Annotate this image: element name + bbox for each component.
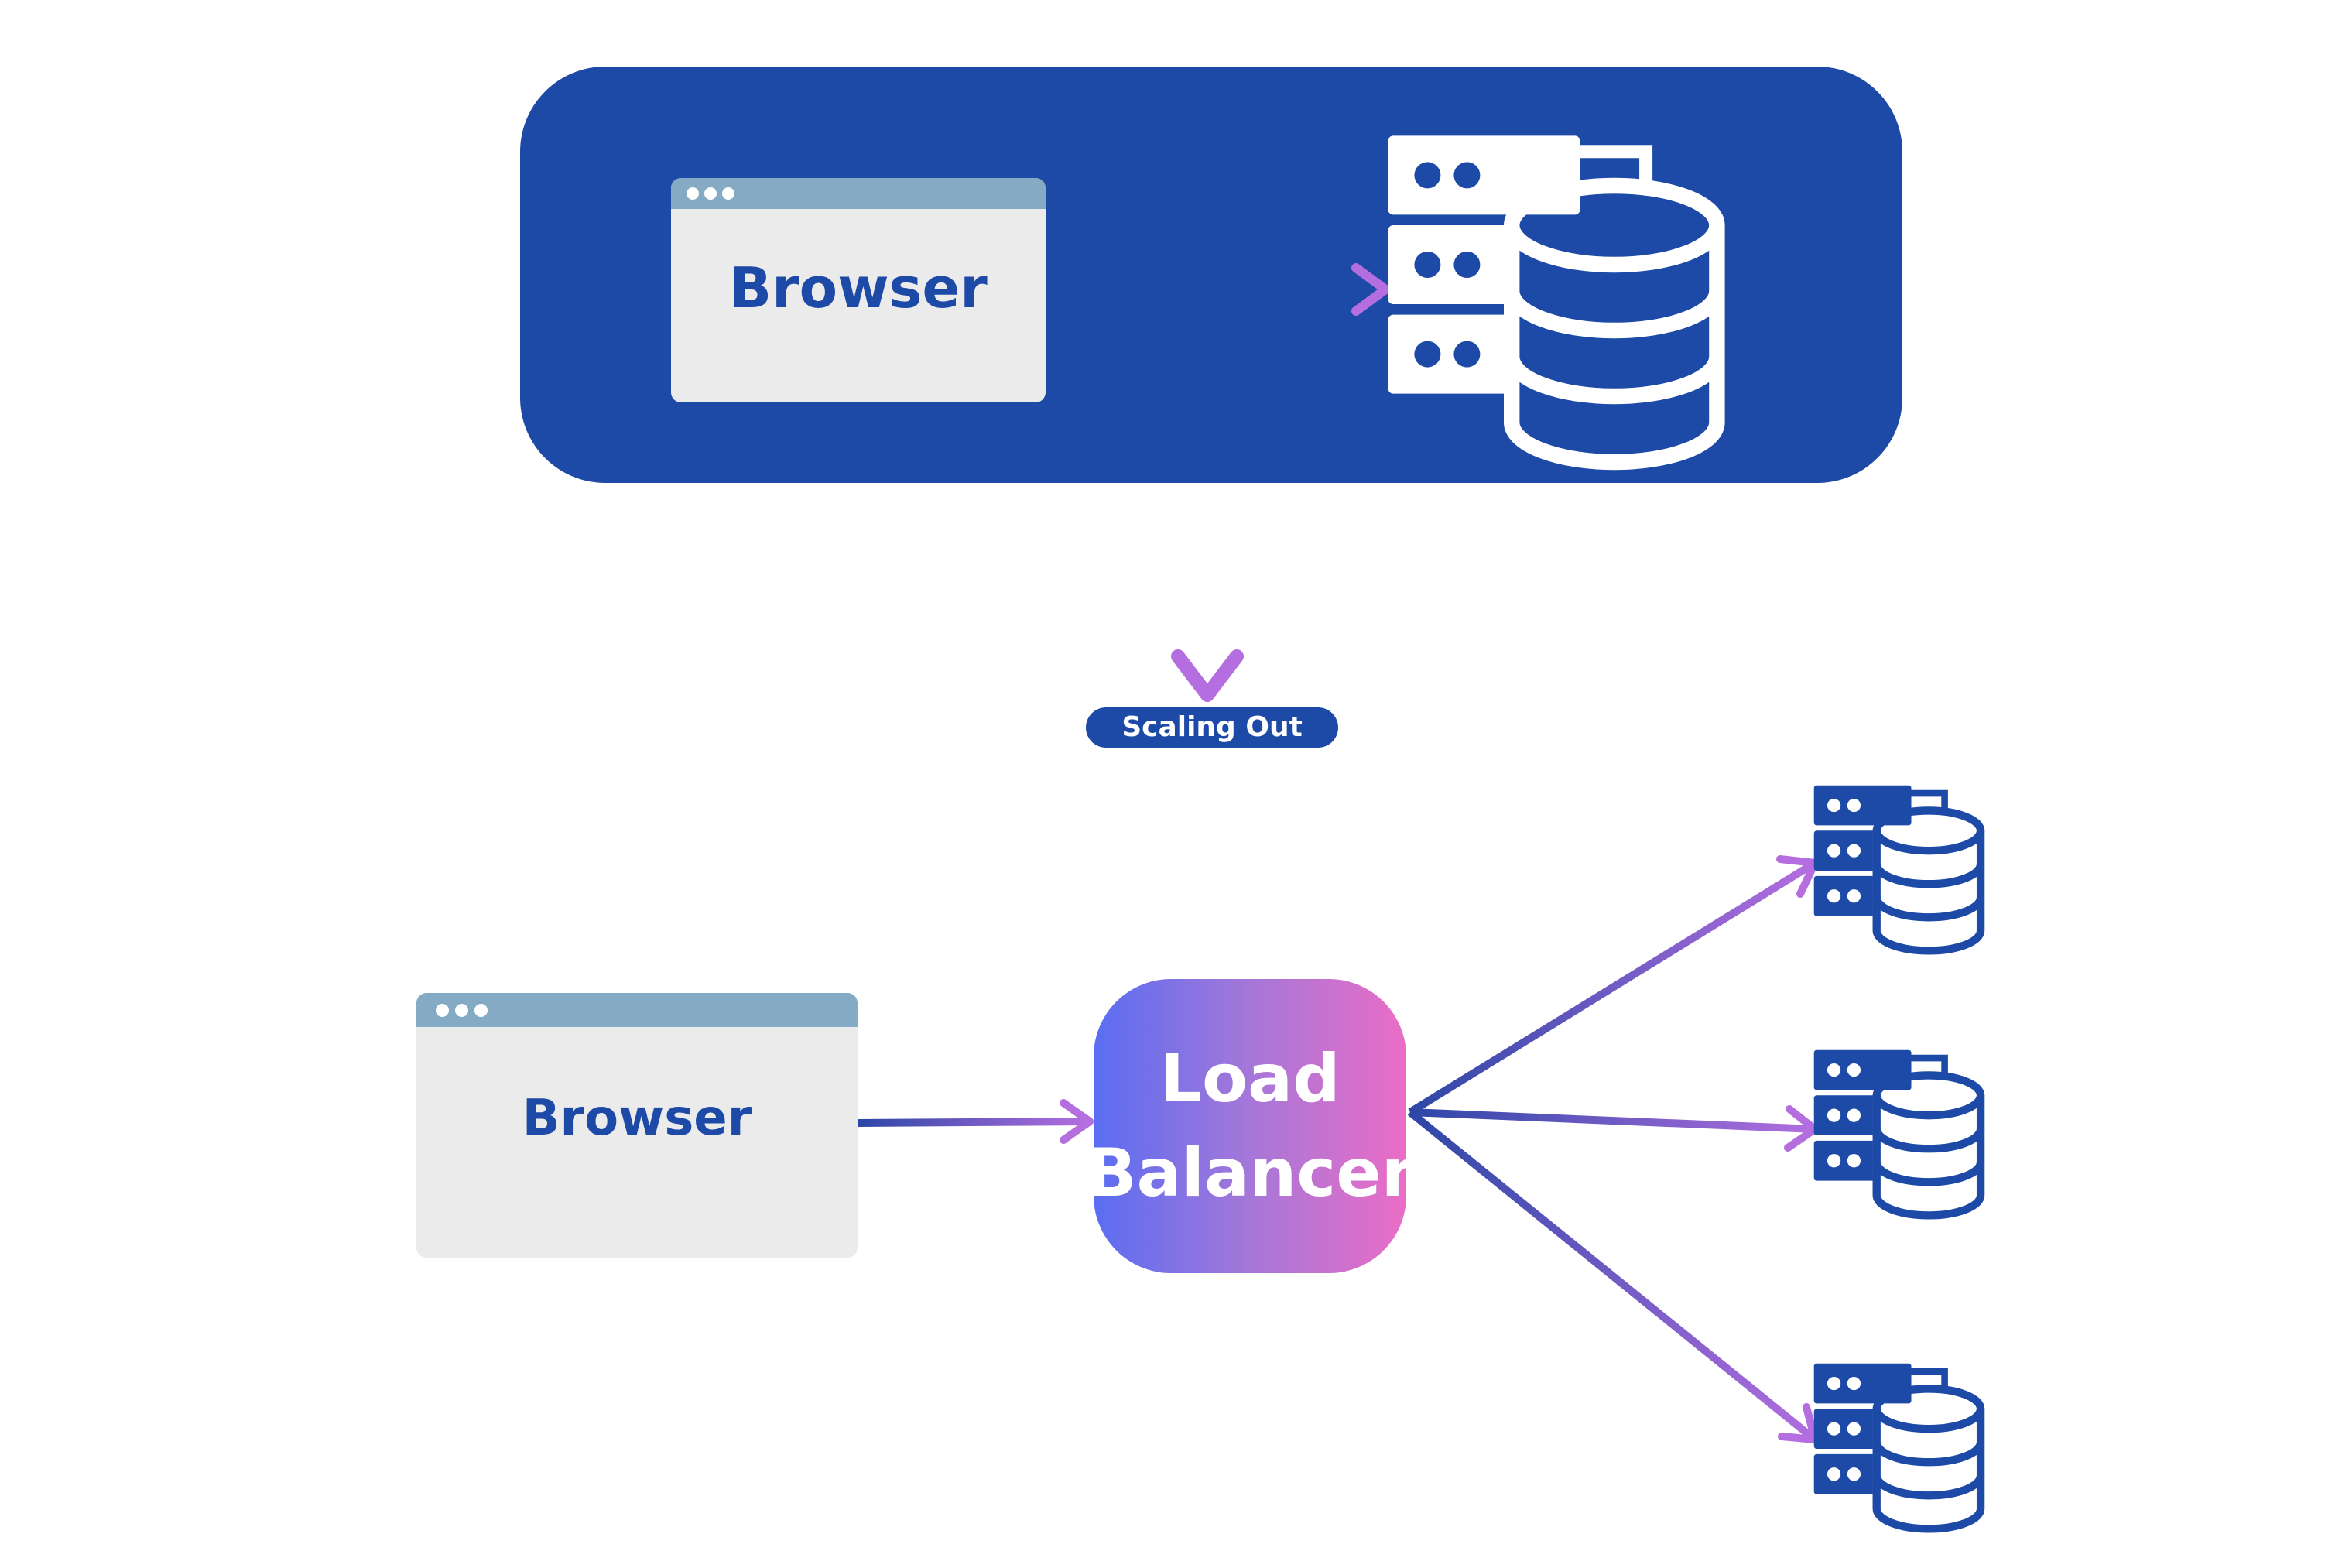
server-database-icon <box>1814 1364 1985 1529</box>
window-dot-icon <box>704 187 717 200</box>
arrow-head-icon <box>1171 649 1244 702</box>
load-balancer-node: Load Balancer <box>1086 979 1414 1273</box>
server-database-icon <box>1814 1050 1985 1216</box>
window-dot-icon <box>687 187 699 200</box>
browser-label: Browser <box>729 255 988 320</box>
window-dot-icon <box>722 187 734 200</box>
route-arrow-server-2 <box>1409 1108 1816 1133</box>
window-dot-icon <box>455 1004 468 1017</box>
server-database-icon <box>1388 135 1724 462</box>
browser-title-bar <box>671 178 1046 209</box>
window-dot-icon <box>436 1004 449 1017</box>
server-database-icon <box>1814 786 1985 951</box>
browser-label: Browser <box>522 1090 752 1147</box>
window-dot-icon <box>474 1004 488 1017</box>
browser-window-bottom: Browser <box>416 993 858 1258</box>
arrow-head-icon <box>1060 1099 1094 1144</box>
scaling-out-badge: Scaling Out <box>1086 707 1338 748</box>
route-arrow-server-3 <box>1407 1109 1818 1443</box>
browser-window-top: Browser <box>671 178 1046 402</box>
arrow-head-icon <box>1351 263 1390 316</box>
browser-title-bar <box>416 993 858 1027</box>
request-arrow-bottom <box>857 1118 1091 1127</box>
route-arrow-server-1 <box>1408 859 1817 1116</box>
load-balancer-label-line2: Balancer <box>1085 1135 1415 1212</box>
load-balancer-label-line1: Load <box>1159 1040 1340 1118</box>
